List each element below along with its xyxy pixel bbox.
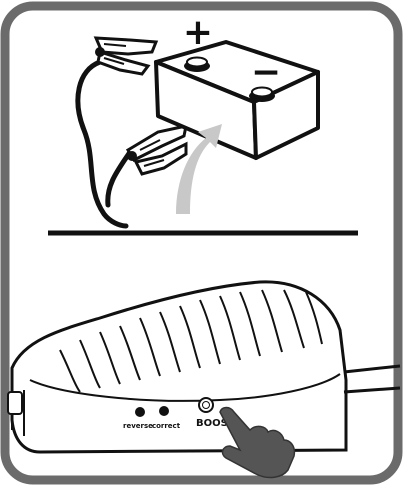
device-side-port <box>8 392 22 414</box>
led-correct-label: correct <box>152 422 181 430</box>
boost-button[interactable] <box>199 398 213 412</box>
led-correct <box>159 406 169 416</box>
minus-symbol: − <box>251 52 281 93</box>
led-reverse <box>135 407 145 417</box>
led-reverse-label: reverse <box>123 422 153 430</box>
plus-symbol: + <box>183 12 213 53</box>
